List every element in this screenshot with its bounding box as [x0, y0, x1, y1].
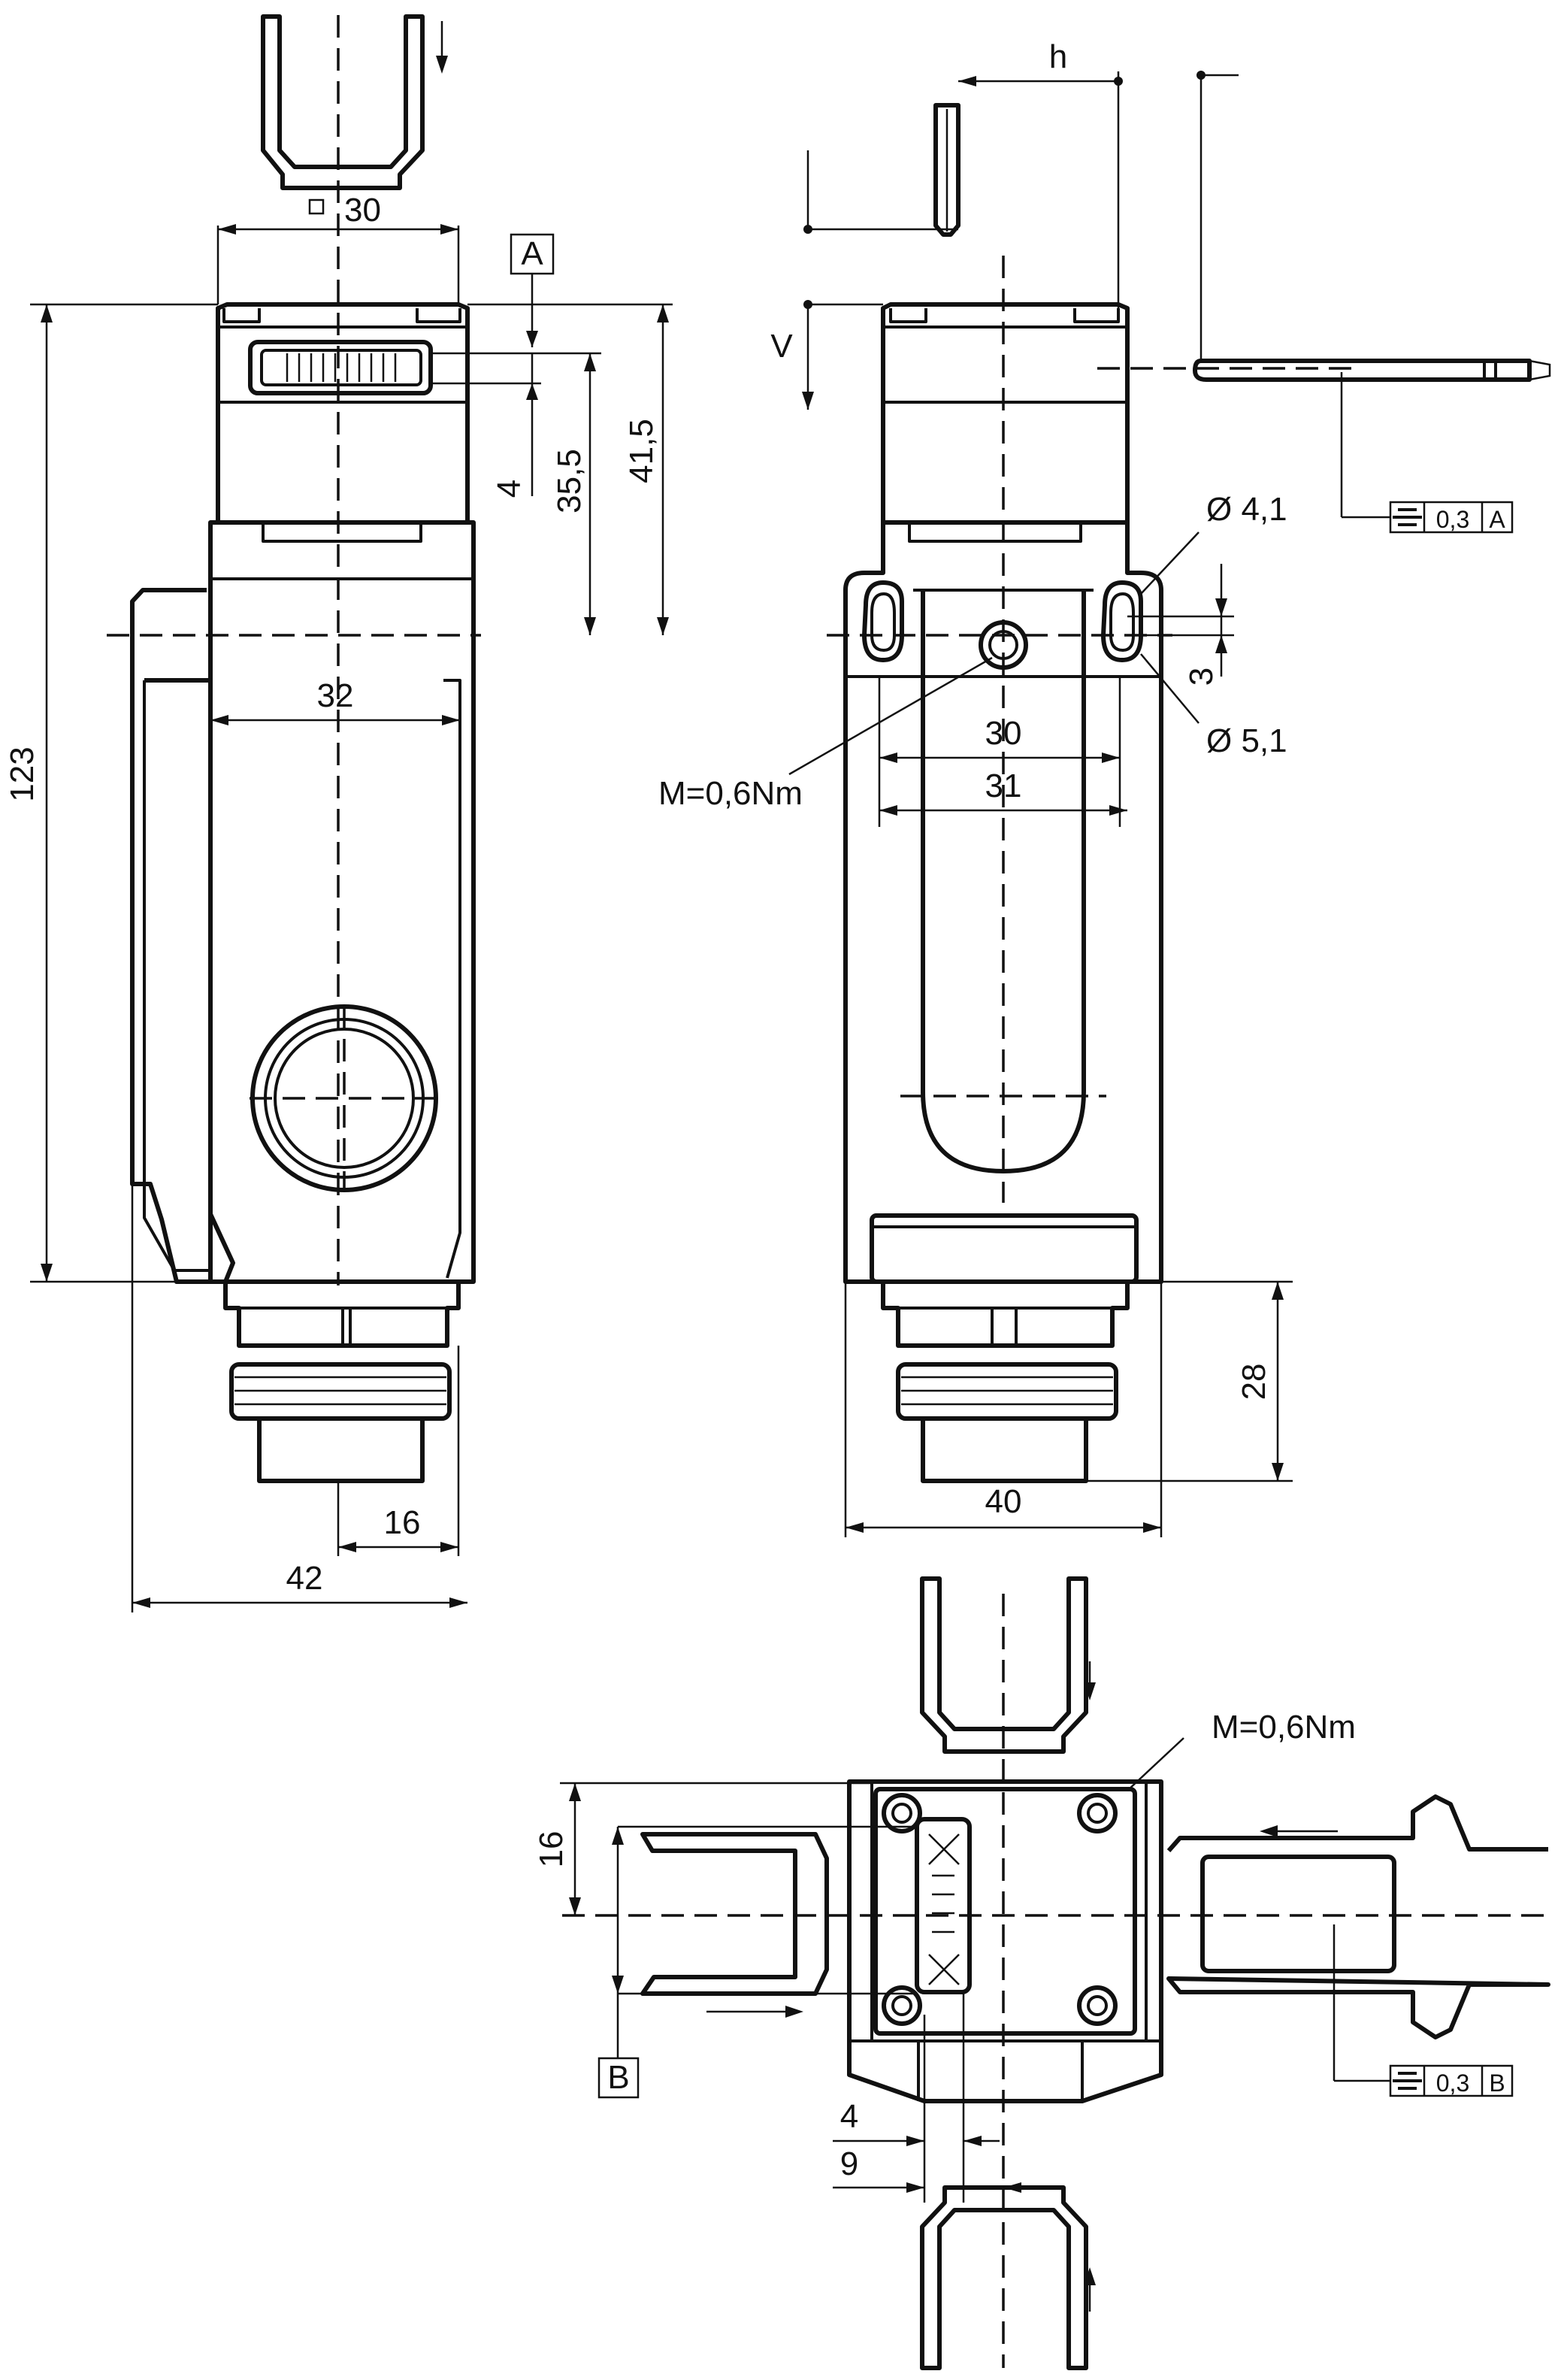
tolerance-frame-b: 0,3 B — [1389, 2064, 1514, 2097]
actuator-side-horizontal — [1193, 359, 1532, 382]
tolerance-frame-a: 0,3 A — [1389, 501, 1514, 534]
tol-value-a: 0,3 — [1436, 506, 1469, 533]
dim-31: 31 — [985, 768, 1022, 804]
dim-30-top: 30 — [344, 192, 381, 229]
tol-value-b: 0,3 — [1436, 2070, 1469, 2097]
dim-4-front: 4 — [491, 480, 528, 498]
datum-a-label: A — [521, 235, 543, 272]
dim-28: 28 — [1236, 1364, 1272, 1400]
label-v: V — [770, 328, 793, 365]
actuator-tip-side — [933, 103, 960, 237]
dim-16-front: 16 — [384, 1504, 421, 1541]
actuator-square-mark — [308, 198, 325, 215]
datum-b-box — [597, 2057, 640, 2099]
actuator-slot-front — [248, 340, 433, 395]
dim-30-side: 30 — [985, 715, 1022, 752]
dim-16-bottom: 16 — [533, 1831, 570, 1868]
actuator-slot-bottom — [915, 1817, 972, 1994]
label-h: h — [1049, 38, 1067, 75]
dim-40: 40 — [985, 1483, 1022, 1520]
actuator-front-top — [261, 14, 425, 190]
lid-block-side — [870, 1213, 1139, 1284]
switch-body-side — [843, 520, 1163, 1284]
dim-32: 32 — [317, 677, 354, 714]
side-view: h V — [658, 38, 1551, 1537]
dim-35-5: 35,5 — [551, 449, 588, 513]
hole-diameter-4-1: Ø 4,1 — [1206, 491, 1287, 528]
switch-head-side — [881, 302, 1130, 525]
hole-diameter-5-1: Ø 5,1 — [1206, 722, 1287, 759]
switch-head-front — [216, 302, 470, 525]
front-view: 30 A 4 35,5 41,5 123 32 — [4, 14, 673, 1612]
tol-datum-b: B — [1489, 2070, 1505, 2097]
actuator-bottom-low — [920, 2185, 1088, 2370]
indicator-lens — [250, 1004, 438, 1192]
dim-42: 42 — [286, 1560, 323, 1597]
dim-123: 123 — [4, 746, 41, 801]
datum-b-label: B — [607, 2059, 629, 2096]
corner-screws — [882, 1793, 1118, 2026]
dim-3: 3 — [1183, 668, 1220, 686]
dim-9: 9 — [840, 2145, 858, 2182]
cover-front — [130, 588, 235, 1284]
tol-datum-a: A — [1489, 506, 1505, 533]
torque-label-side: M=0,6Nm — [658, 775, 803, 812]
cable-gland-side — [881, 1282, 1130, 1348]
bottom-view: M=0,6Nm 16 B 4 9 — [533, 1576, 1550, 2370]
torque-label-bottom: M=0,6Nm — [1212, 1709, 1356, 1746]
actuator-bottom-top — [920, 1576, 1088, 1754]
dim-41-5: 41,5 — [623, 419, 660, 483]
actuator-bottom-right — [1166, 1794, 1550, 2039]
dim-4-bottom: 4 — [840, 2098, 858, 2135]
actuator-bottom-left — [640, 1832, 829, 1996]
